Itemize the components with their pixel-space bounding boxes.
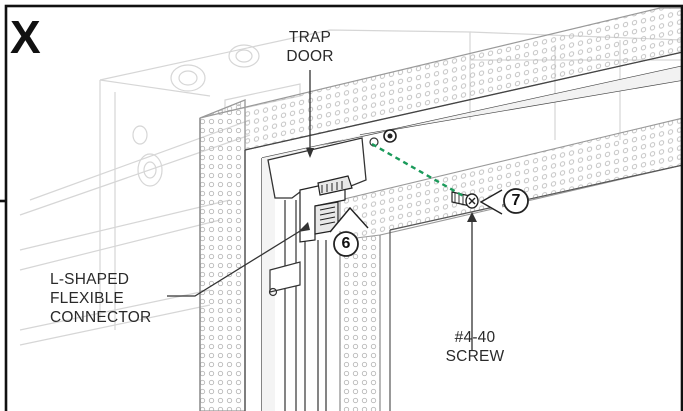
leader-lines — [167, 70, 473, 350]
panel-border — [4, 4, 683, 411]
trap-door-label: TRAP DOOR — [270, 28, 350, 66]
connector-label-line-2: FLEXIBLE — [50, 290, 124, 307]
connector-label-line-3: CONNECTOR — [50, 309, 152, 326]
trap-door-label-line-1: TRAP — [288, 29, 332, 46]
perforated-frame-top — [199, 7, 683, 151]
callout-marker-7 — [479, 188, 529, 215]
trap-door-label-line-2: DOOR — [286, 48, 334, 65]
callout-marker-6 — [329, 206, 369, 257]
l-shaped-flexible-connector — [299, 175, 353, 243]
callout-7-number: 7 — [511, 192, 521, 209]
connector-label-line-1: L-SHAPED — [50, 271, 130, 288]
perforated-frame-left — [199, 99, 246, 411]
inner-face-shading — [262, 66, 683, 411]
screw-label: #4-40 SCREW — [435, 328, 515, 366]
screw-label-line-1: #4-40 — [454, 329, 496, 346]
connector-label: L-SHAPED FLEXIBLE CONNECTOR — [50, 270, 180, 327]
leader-arrowheads — [298, 148, 477, 232]
vertical-rail — [268, 200, 327, 411]
screw-label-line-2: SCREW — [445, 348, 505, 365]
inner-rail-right — [339, 117, 683, 411]
screw — [451, 191, 479, 209]
panel-letter: X — [10, 11, 41, 63]
callout-6-number: 6 — [341, 235, 351, 252]
